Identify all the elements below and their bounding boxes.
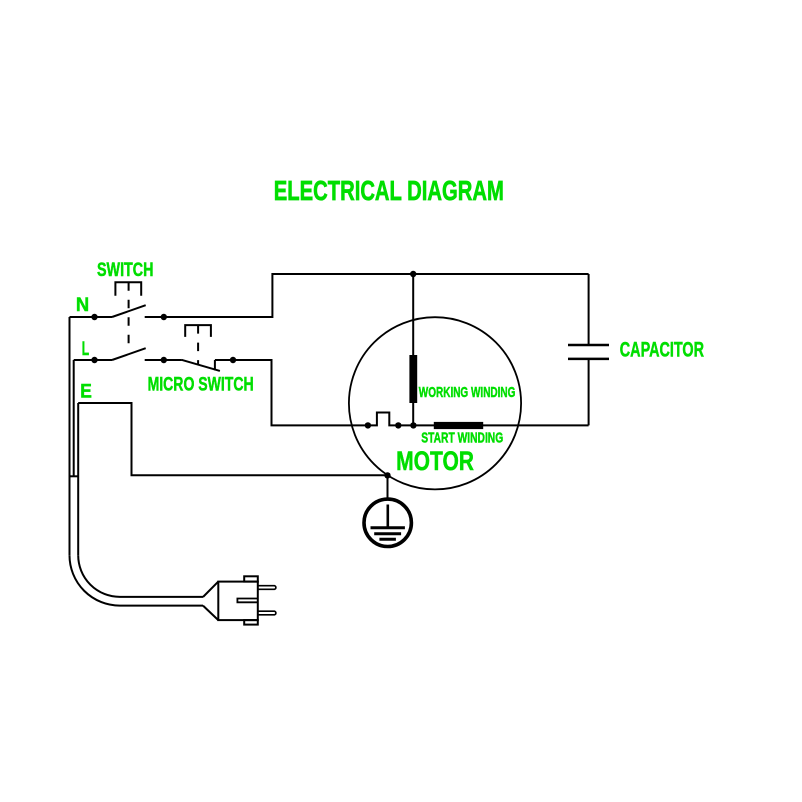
svg-text:MICRO SWITCH: MICRO SWITCH	[148, 374, 254, 396]
svg-text:CAPACITOR: CAPACITOR	[620, 339, 704, 362]
svg-text:ELECTRICAL DIAGRAM: ELECTRICAL DIAGRAM	[274, 175, 504, 206]
svg-text:E: E	[80, 382, 92, 403]
svg-text:SWITCH: SWITCH	[97, 259, 154, 281]
svg-text:WORKING WINDING: WORKING WINDING	[419, 385, 516, 401]
svg-text:START WINDING: START WINDING	[421, 431, 503, 447]
svg-text:MOTOR: MOTOR	[396, 445, 474, 476]
svg-text:L: L	[82, 339, 90, 360]
svg-text:N: N	[76, 295, 89, 316]
